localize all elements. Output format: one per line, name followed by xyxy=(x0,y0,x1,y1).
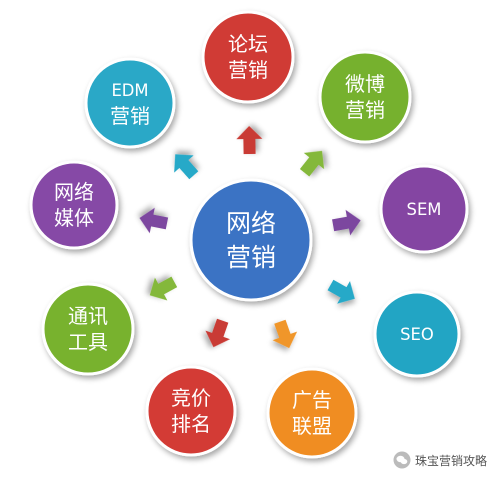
node-tongxun-circle xyxy=(41,282,135,376)
arrow-to-tongxun xyxy=(149,276,178,301)
node-sem-circle xyxy=(379,164,469,254)
node-seo: SEO xyxy=(373,290,461,378)
node-tongxun-label-line-2: 工具 xyxy=(68,330,108,354)
node-jingjia-circle xyxy=(145,365,237,457)
node-guanggao-circle xyxy=(266,367,358,459)
arrow-to-luntan xyxy=(236,126,263,155)
node-weibo-label-line-2: 营销 xyxy=(345,98,385,122)
node-jingjia-label-line-1: 竞价 xyxy=(171,386,211,410)
node-luntan-label-line-2: 营销 xyxy=(228,58,268,82)
node-edm-label-line-2: 营销 xyxy=(110,104,150,128)
node-seo-circle xyxy=(373,290,461,378)
arrows-layer xyxy=(139,126,361,349)
arrow-to-guanggao xyxy=(272,319,298,349)
node-edm-circle xyxy=(84,57,176,149)
arrow-to-edm xyxy=(174,154,199,180)
arrow-to-wangluomeiti xyxy=(139,207,169,234)
node-sem-label-line-1: SEM xyxy=(407,200,442,219)
arrow-to-sem xyxy=(332,209,361,236)
node-weibo-label-line-1: 微博 xyxy=(345,72,385,96)
node-sem: SEM xyxy=(379,164,469,254)
arrow-to-jingjia xyxy=(205,318,231,348)
node-center-label-line-1: 网络 xyxy=(226,209,276,238)
node-edm: EDM 营销 xyxy=(84,57,176,149)
arrow-to-weibo xyxy=(299,150,325,177)
node-center-circle xyxy=(189,178,313,302)
arrow-to-seo xyxy=(327,279,355,304)
watermark: 珠宝营销攻略 xyxy=(393,447,497,473)
node-center-label-line-2: 营销 xyxy=(226,243,276,272)
wechat-icon xyxy=(393,451,411,469)
node-guanggao-label-line-2: 联盟 xyxy=(292,414,332,438)
node-seo-label-line-1: SEO xyxy=(400,325,434,344)
node-luntan-circle xyxy=(201,10,295,104)
node-tongxun-label-line-1: 通讯 xyxy=(68,304,108,328)
node-guanggao-label-line-1: 广告 xyxy=(292,388,332,412)
node-wangluomeiti-label-line-2: 媒体 xyxy=(54,206,94,230)
watermark-text: 珠宝营销攻略 xyxy=(415,453,488,468)
node-weibo-circle xyxy=(318,50,412,144)
node-wangluomeiti-label-line-1: 网络 xyxy=(54,180,94,204)
node-jingjia-label-line-2: 排名 xyxy=(171,412,211,436)
node-edm-label-line-1: EDM xyxy=(111,81,148,100)
node-wangluomeiti-circle xyxy=(29,160,119,250)
node-luntan-label-line-1: 论坛 xyxy=(228,32,268,56)
